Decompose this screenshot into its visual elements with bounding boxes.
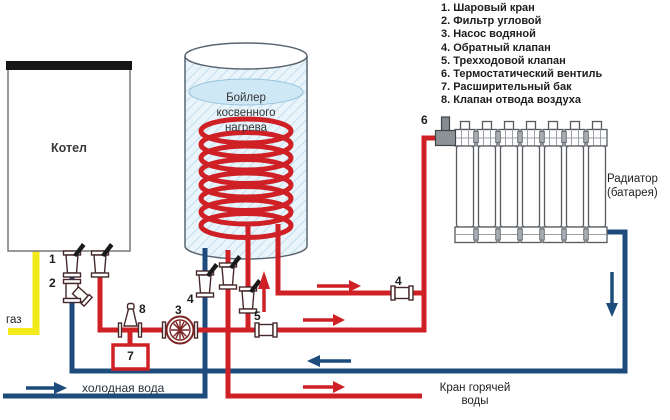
heat-exchanger-coil (198, 116, 294, 240)
marker-check-valve-cold: 4 (187, 292, 194, 306)
tank-top (184, 42, 308, 70)
flow-arrow-return-left (307, 355, 351, 367)
marker-ball-valve: 1 (49, 252, 56, 266)
pump-icon (161, 315, 199, 345)
flow-arrow-coldwater-right (26, 382, 67, 394)
gas-pipe (8, 251, 40, 335)
legend-item: 8. Клапан отвода воздуха (441, 94, 581, 107)
tank-water-level (188, 78, 304, 106)
expansion-tank-icon (111, 332, 150, 371)
check-valve-icon-hot (390, 285, 414, 301)
legend-item: 3. Насос водяной (441, 28, 536, 41)
legend-item: 5. Трехходовой клапан (441, 54, 566, 67)
flow-arrow-coil-up (258, 271, 270, 312)
heating-return-pipe (69, 229, 628, 374)
flow-arrow-radiator-down (606, 272, 618, 317)
boiler-top-band (6, 61, 132, 70)
radiator (454, 120, 608, 244)
angle-filter-icon (62, 278, 94, 308)
legend-item: 7. Расширительный бак (441, 81, 572, 94)
tank-label-line: косвенного (216, 107, 276, 119)
pump-impeller (171, 321, 189, 339)
marker-three-way-valve: 5 (254, 309, 261, 323)
radiator-label-line: (батарея) (607, 187, 658, 199)
flow-arrow-supply-right (303, 314, 345, 326)
legend-item: 1. Шаровый кран (441, 2, 535, 14)
boiler-supply-pipe (97, 135, 438, 333)
marker-air-vent: 8 (139, 302, 146, 316)
dhw-pipe (225, 250, 422, 399)
cold-water-label: холодная вода (82, 381, 165, 395)
hot-tap-label-line: воды (461, 395, 489, 407)
legend-item: 4. Обратный клапан (441, 41, 551, 54)
marker-expansion-tank: 7 (127, 349, 134, 363)
boiler-label: Котел (51, 141, 87, 155)
gas-label: газ (6, 314, 22, 326)
gas-boiler (6, 61, 132, 252)
union-fitting-icon (254, 322, 278, 338)
legend: 1. Шаровый кран 2. Фильтр угловой 3. Нас… (441, 2, 602, 108)
marker-thermo-valve: 6 (421, 113, 428, 127)
radiator-label-line: Радиатор (607, 173, 658, 185)
legend-item: 2. Фильтр угловой (441, 15, 542, 28)
tank-label-line: Бойлер (226, 92, 266, 104)
tank-label-line: нагрева (224, 122, 268, 134)
flow-arrow-dhw-right (303, 381, 345, 393)
tank-label: Бойлер косвенного нагрева (185, 91, 307, 136)
marker-pump: 3 (175, 303, 182, 317)
air-vent-icon (117, 302, 143, 338)
coil-return-pipe (275, 224, 424, 296)
flow-arrow-coil-return-right (317, 280, 361, 292)
legend-item: 6. Термостатический вентиль (441, 68, 603, 81)
radiator-label: Радиатор (батарея) (607, 172, 658, 200)
hot-tap-label-line: Кран горячей (439, 382, 511, 394)
marker-check-valve-hot: 4 (395, 274, 402, 288)
thermostatic-valve-icon (434, 116, 457, 147)
hot-water-tap-label: Кран горячей воды (430, 382, 520, 408)
marker-angle-filter: 2 (49, 276, 56, 290)
